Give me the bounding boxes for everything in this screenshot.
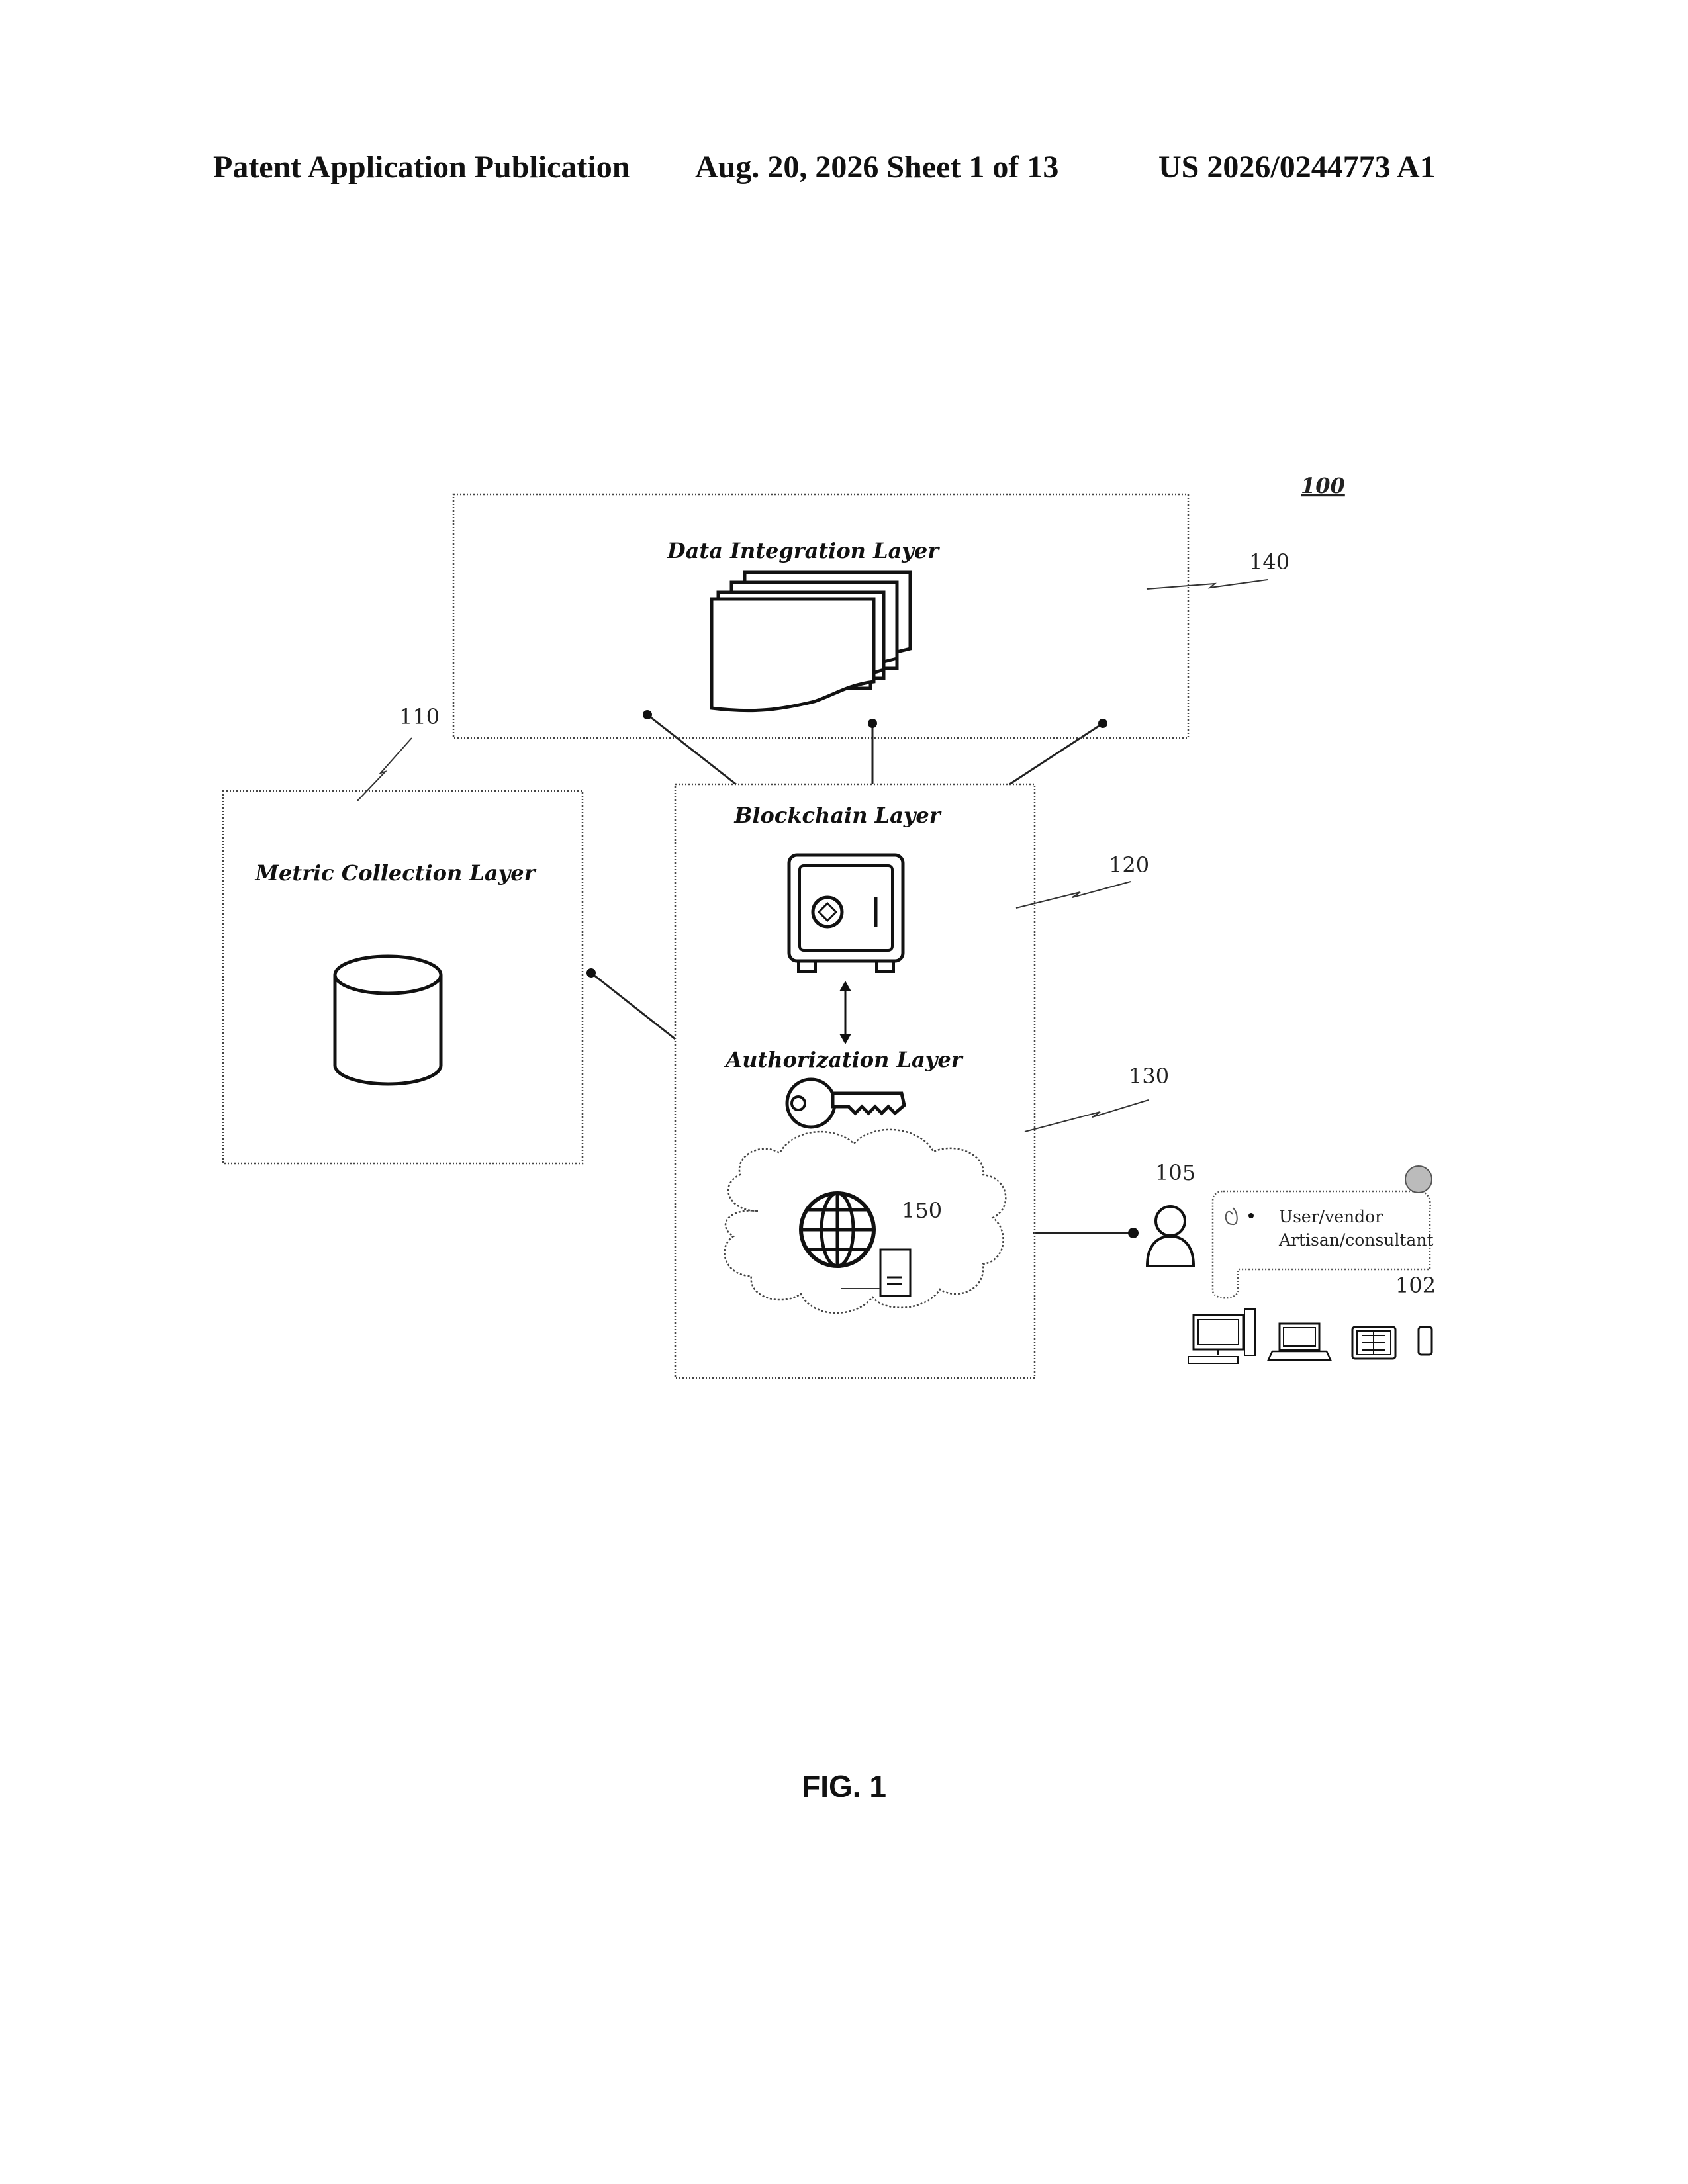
authorization-label: Authorization Layer [724,1047,963,1072]
blockchain-layer: Blockchain Layer Authorization Layer [675,784,1035,1378]
blockchain-ref: 120 [1109,852,1149,878]
ref-120: 120 [1016,852,1149,908]
key-icon [787,1079,904,1127]
ref-110: 110 [357,704,440,801]
ref-130: 130 [1025,1064,1169,1132]
documents-stack-icon [712,572,910,711]
user-ref: 105 [1155,1160,1196,1185]
system-ref: 100 [1301,473,1345,498]
phone-icon [1419,1327,1432,1355]
publication-title: Patent Application Publication [213,150,630,185]
metric-collection-ref: 110 [399,704,440,729]
role-scroll: User/vendor Artisan/consultant 102 [1213,1166,1436,1298]
date-sheet: Aug. 20, 2026 Sheet 1 of 13 [695,150,1058,185]
scroll-line-2: Artisan/consultant [1278,1230,1433,1250]
scroll-ref: 102 [1395,1273,1436,1298]
blockchain-label: Blockchain Layer [733,803,941,828]
user-person-icon [1147,1206,1194,1266]
data-integration-label: Data Integration Layer [667,538,940,563]
database-cylinder-icon [335,956,441,1084]
devices [1188,1309,1432,1363]
bidirectional-arrow-icon [839,981,851,1044]
cloud-globe-icon [725,1130,1006,1313]
ref-140: 140 [1147,549,1289,589]
desktop-icon [1188,1309,1255,1363]
metric-collection-layer: Metric Collection Layer [223,791,583,1163]
connectors [586,710,1139,1238]
laptop-icon [1268,1324,1331,1360]
authorization-ref: 130 [1129,1064,1169,1089]
data-integration-ref: 140 [1249,549,1289,574]
page-header: Patent Application Publication Aug. 20, … [213,150,1436,185]
network-ref: 150 [902,1198,942,1223]
metric-collection-label: Metric Collection Layer [255,860,537,886]
figure-caption: FIG. 1 [802,1769,886,1803]
user-actor: 105 [1147,1160,1196,1266]
publication-number: US 2026/0244773 A1 [1158,150,1436,185]
scroll-line-1: User/vendor [1279,1207,1383,1226]
data-integration-layer: Data Integration Layer [453,494,1188,738]
tablet-icon [1352,1327,1395,1359]
safe-vault-icon [789,855,903,972]
